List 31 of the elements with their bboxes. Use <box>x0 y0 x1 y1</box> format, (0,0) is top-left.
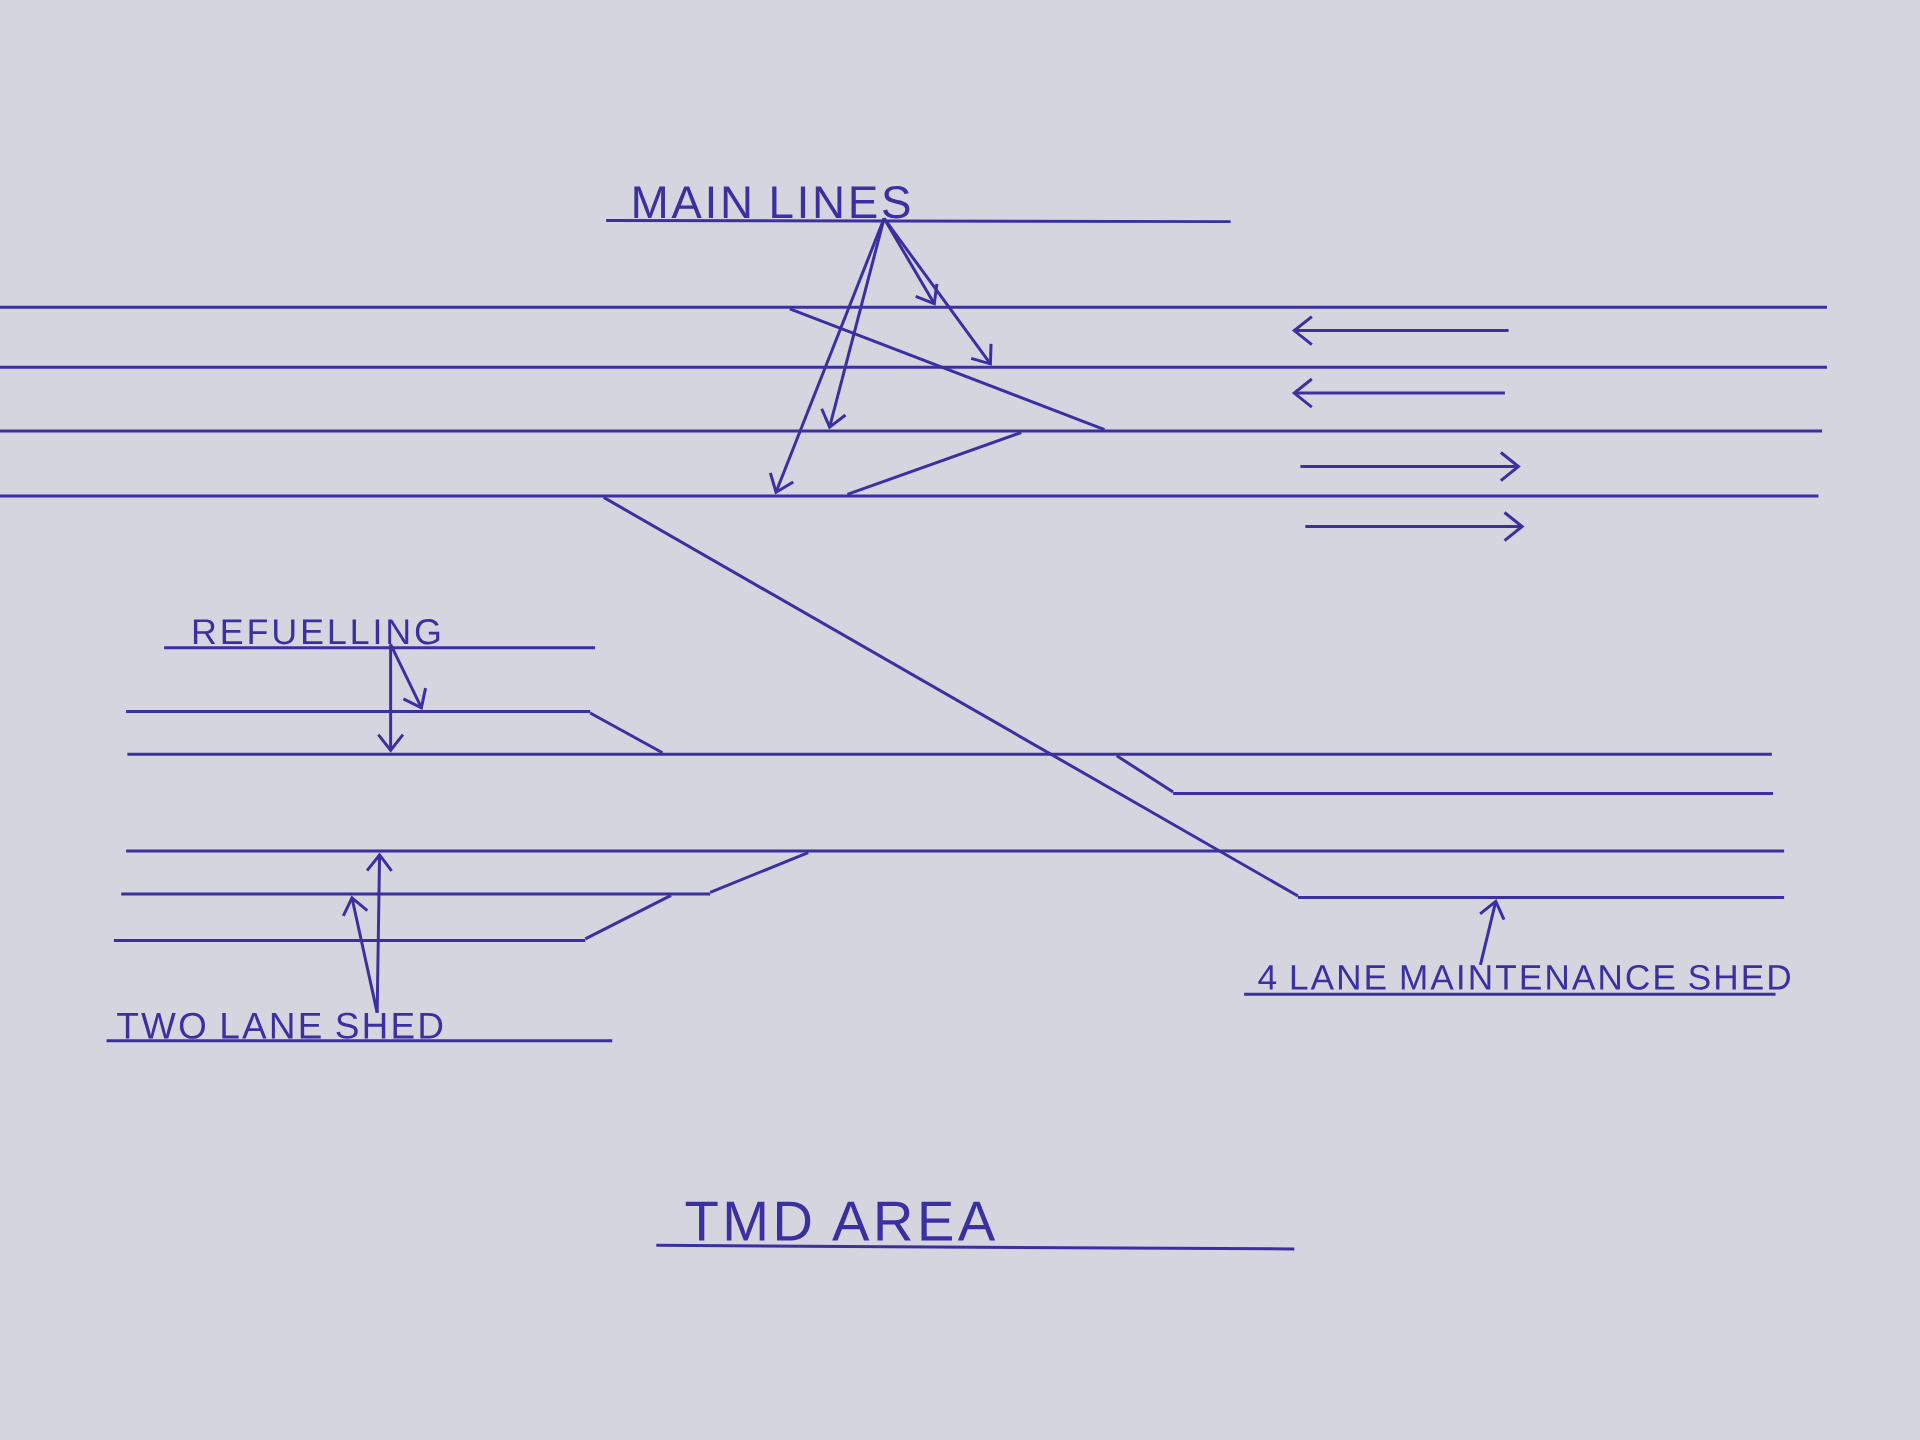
crossover-line <box>1115 754 1174 794</box>
diagram-title: TMD AREA <box>685 1201 996 1241</box>
crossover-line <box>789 307 1106 431</box>
crossover-line <box>584 894 672 941</box>
leader-arrow <box>389 643 427 710</box>
crossover-line <box>709 851 809 894</box>
leader-arrow <box>377 644 405 753</box>
track-line <box>0 429 1823 433</box>
leader-arrow <box>365 852 393 1013</box>
leader-arrow <box>820 218 886 430</box>
track-label: MAIN LINES <box>634 186 910 219</box>
track-line <box>127 752 1772 756</box>
crossover-line <box>846 431 1022 496</box>
track-line <box>113 938 586 942</box>
track-line <box>0 365 1827 369</box>
track-line <box>1298 896 1785 900</box>
track-line <box>121 892 711 896</box>
leader-arrow <box>882 217 993 366</box>
track-line <box>0 305 1827 309</box>
track-label: 4 LANE MAINTENANCE SHED <box>1258 964 1790 990</box>
track-label: TWO LANE SHED <box>117 1012 443 1039</box>
leader-arrow <box>1478 899 1506 966</box>
leader-arrow <box>342 895 379 1013</box>
track-line <box>126 709 591 713</box>
track-line <box>0 494 1819 498</box>
track-line <box>1173 792 1774 795</box>
leader-arrow <box>768 217 886 495</box>
crossover-line <box>602 496 1299 898</box>
track-label: REFUELLING <box>193 619 440 645</box>
track-line <box>126 849 1785 853</box>
crossover-line <box>589 711 664 755</box>
